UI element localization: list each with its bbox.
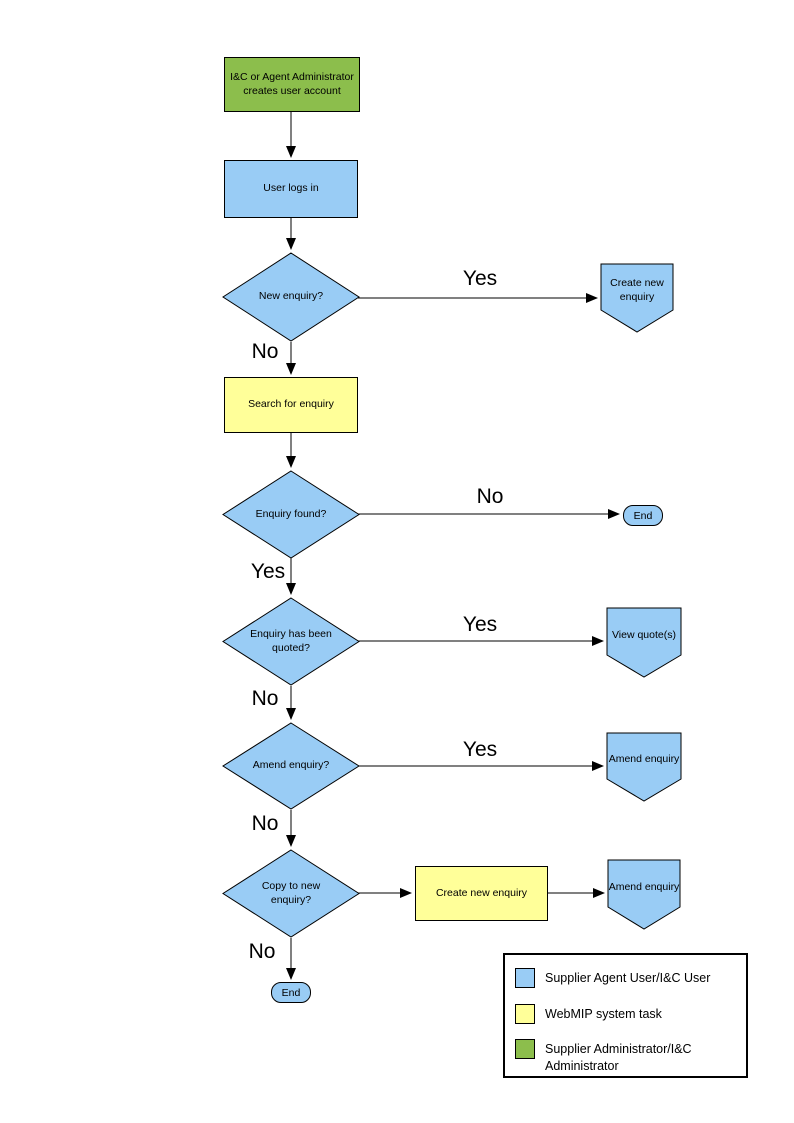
decision-new-enquiry: New enquiry? [222, 252, 360, 342]
offpage-create-new-enquiry-label: Create new enquiry [610, 277, 664, 303]
edge-label-enquiry-found-yes: Yes [250, 560, 286, 583]
terminator-end-bottom-label: End [281, 986, 301, 999]
node-search-for-enquiry: Search for enquiry [224, 377, 358, 433]
diamond-shape [222, 597, 360, 686]
decision-copy-to-new-enquiry: Copy to new enquiry? [222, 849, 360, 938]
decision-enquiry-found: Enquiry found? [222, 470, 360, 559]
node-user-logs-in: User logs in [224, 160, 358, 218]
decision-enquiry-found-label: Enquiry found? [255, 507, 327, 520]
diamond-shape [222, 722, 360, 810]
legend-item-supplier-agent-user: Supplier Agent User/I&C User [515, 968, 710, 988]
decision-new-enquiry-label: New enquiry? [258, 290, 324, 303]
diamond-shape [222, 252, 360, 342]
pentagon-shape [600, 263, 674, 333]
diamond-shape [222, 849, 360, 938]
node-search-for-enquiry-label: Search for enquiry [248, 398, 334, 411]
node-create-new-enquiry-task-label: Create new enquiry [435, 886, 528, 899]
pentagon-shape [606, 607, 682, 678]
offpage-amend-enquiry-1-label: Amend enquiry [608, 753, 680, 766]
decision-enquiry-quoted: Enquiry has been quoted? [222, 597, 360, 686]
decision-amend-enquiry-label: Amend enquiry? [252, 759, 330, 772]
edge-label-quoted-yes: Yes [462, 613, 498, 636]
edge-label-new-enquiry-yes: Yes [462, 267, 498, 290]
legend-box: Supplier Agent User/I&C User WebMIP syst… [503, 953, 748, 1078]
edge-label-new-enquiry-no: No [251, 340, 279, 363]
legend-swatch-blue [515, 968, 535, 988]
decision-amend-enquiry: Amend enquiry? [222, 722, 360, 810]
legend-swatch-green [515, 1039, 535, 1059]
terminator-end-bottom: End [271, 982, 311, 1003]
legend-item-label: Supplier Agent User/I&C User [545, 971, 711, 985]
offpage-view-quotes-label: View quote(s) [611, 628, 676, 641]
terminator-end-right: End [623, 505, 663, 526]
offpage-amend-enquiry-1: Amend enquiry [606, 732, 682, 802]
offpage-create-new-enquiry: Create new enquiry [600, 263, 674, 333]
legend-item-webmip-system-task: WebMIP system task [515, 1004, 662, 1024]
pentagon-shape [607, 859, 681, 930]
edge-label-copy-no: No [248, 940, 276, 963]
legend-item-supplier-administrator: Supplier Administrator/I&C Administrator [515, 1039, 735, 1075]
edge-label-enquiry-found-no: No [476, 485, 504, 508]
pentagon-shape [606, 732, 682, 802]
decision-copy-to-new-enquiry-label: Copy to new enquiry? [261, 879, 321, 906]
edge-label-quoted-no: No [251, 687, 279, 710]
terminator-end-right-label: End [633, 509, 653, 522]
node-create-new-enquiry-task: Create new enquiry [415, 866, 548, 921]
offpage-amend-enquiry-2: Amend enquiry [607, 859, 681, 930]
node-admin-creates-account-label: I&C or Agent Administrator creates user … [230, 70, 354, 97]
legend-item-label: WebMIP system task [545, 1007, 662, 1021]
legend-swatch-yellow [515, 1004, 535, 1024]
offpage-amend-enquiry-2-label: Amend enquiry [608, 880, 680, 893]
offpage-view-quotes: View quote(s) [606, 607, 682, 678]
decision-enquiry-quoted-label: Enquiry has been quoted? [250, 627, 332, 654]
node-admin-creates-account: I&C or Agent Administrator creates user … [224, 57, 360, 112]
diamond-shape [222, 470, 360, 559]
legend-item-label: Supplier Administrator/I&C Administrator [545, 1042, 692, 1073]
edge-label-amend-yes: Yes [462, 738, 498, 761]
node-user-logs-in-label: User logs in [263, 182, 319, 195]
edge-label-amend-no: No [251, 812, 279, 835]
